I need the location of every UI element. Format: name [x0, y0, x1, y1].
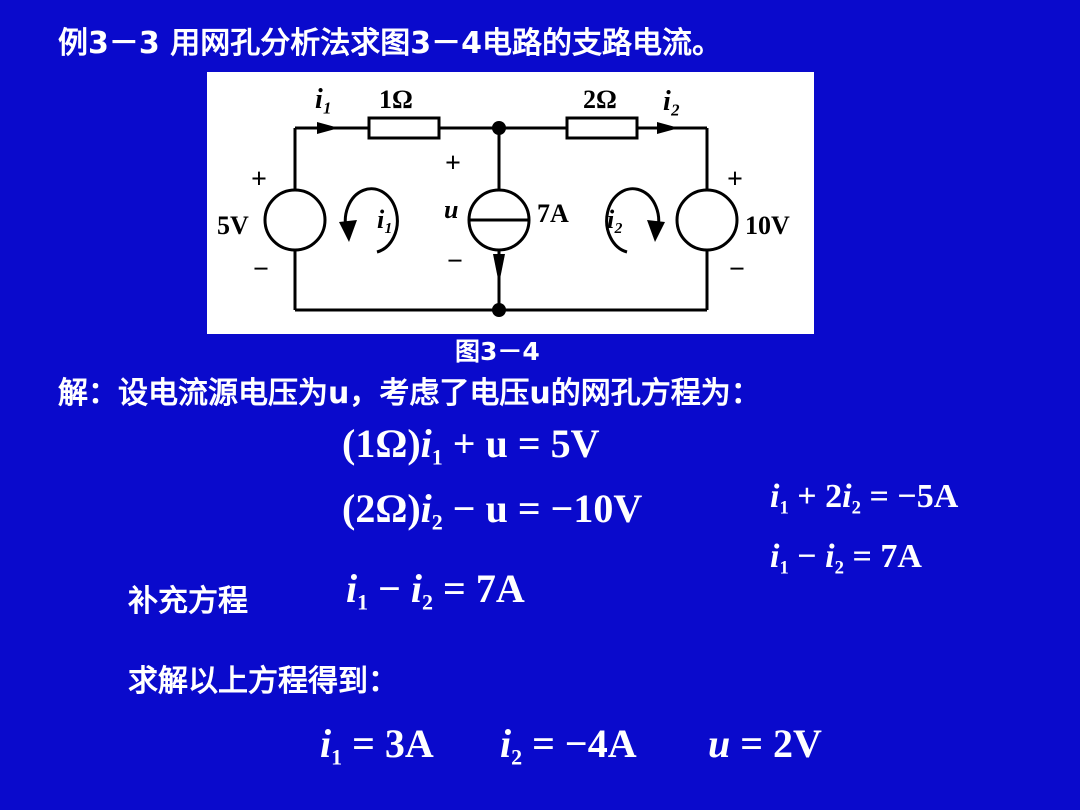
arrow-mesh2: [647, 220, 665, 242]
label-10v: 10V: [745, 211, 790, 240]
res1-rest: = 3A: [342, 721, 434, 766]
r1-b-sub: 2: [851, 497, 861, 519]
res1-sub: 1: [331, 744, 343, 770]
node-top: [492, 121, 506, 135]
supp-a: i: [346, 566, 358, 611]
eq1-coef: (1Ω): [342, 421, 421, 466]
label-plus-mid: +: [445, 148, 461, 179]
arrow-mesh1: [339, 220, 357, 242]
equation-2: (2Ω)i2 − u = −10V: [342, 485, 642, 536]
res2-var: i: [500, 721, 512, 766]
label-minus-left: −: [253, 254, 269, 285]
eq1-var: i: [420, 421, 432, 466]
resistor-2ohm: [565, 116, 639, 140]
arrow-i1: [317, 122, 339, 134]
label-minus-right: −: [729, 254, 745, 285]
label-r1: 1Ω: [379, 85, 413, 114]
supplementary-label: 补充方程: [128, 584, 248, 619]
r1-a: i: [770, 478, 780, 515]
arrow-current-source: [493, 254, 505, 284]
label-mesh1: i₁: [377, 205, 393, 234]
supp-b-sub: 2: [422, 589, 434, 615]
res2-sub: 2: [511, 744, 523, 770]
label-u: u: [444, 195, 458, 224]
r1-b: i: [842, 478, 852, 515]
node-bottom: [492, 303, 506, 317]
page-title: 例3－3 用网孔分析法求图3－4电路的支路电流。: [58, 26, 722, 61]
eq2-sub: 2: [431, 509, 443, 535]
res2-rest: = −4A: [522, 721, 637, 766]
eq2-rest: − u = −10V: [442, 486, 643, 531]
result-i1: i1 = 3A: [320, 720, 434, 771]
supp-b: i: [410, 566, 423, 611]
eq1-rest: + u = 5V: [442, 421, 600, 466]
supp-a-sub: 1: [357, 589, 369, 615]
circuit-diagram: i₁ 1Ω 2Ω i₂ + 5V − i₁ u + − 7A i₂ + 10V …: [217, 84, 790, 317]
label-plus-right: +: [727, 164, 743, 195]
res3-var: u: [708, 721, 731, 766]
res1-var: i: [320, 721, 332, 766]
supplementary-equation: i1 − i2 = 7A: [346, 565, 525, 616]
figure-caption: 图3－4: [455, 337, 540, 366]
result-u: u = 2V: [708, 720, 822, 767]
label-r2: 2Ω: [583, 85, 617, 114]
label-i1-top: i₁: [315, 84, 333, 115]
solve-label: 求解以上方程得到：: [128, 664, 398, 699]
supp-rest: = 7A: [433, 566, 525, 611]
label-7a: 7A: [537, 199, 569, 228]
eq1-sub: 1: [431, 444, 443, 470]
r1-rest: = −5A: [860, 478, 959, 515]
arrow-i2: [657, 122, 679, 134]
res3-rest: = 2V: [730, 721, 822, 766]
equation-right-2: i1 − i2 = 7A: [770, 538, 922, 580]
voltage-source-10v: [675, 188, 739, 252]
equation-right-1: i1 + 2i2 = −5A: [770, 478, 958, 520]
solution-intro: 解：设电流源电压为u，考虑了电压u的网孔方程为：: [58, 376, 761, 411]
r2-rest: = 7A: [843, 538, 922, 575]
r1-a-sub: 1: [779, 497, 789, 519]
equation-1: (1Ω)i1 + u = 5V: [342, 420, 600, 471]
r1-mid: + 2: [788, 478, 843, 515]
supp-op: −: [368, 566, 411, 611]
label-i2-top: i₂: [663, 86, 681, 117]
circuit-figure: i₁ 1Ω 2Ω i₂ + 5V − i₁ u + − 7A i₂ + 10V …: [207, 72, 814, 334]
label-mesh2: i₂: [607, 205, 623, 234]
label-plus-left: +: [251, 164, 267, 195]
eq2-coef: (2Ω): [342, 486, 421, 531]
r2-mid: −: [788, 538, 826, 575]
label-minus-mid: −: [447, 246, 463, 277]
resistor-1ohm: [367, 116, 441, 140]
eq2-var: i: [420, 486, 432, 531]
label-5v: 5V: [217, 211, 249, 240]
mesh2-arc: [605, 187, 661, 254]
r2-b-sub: 2: [834, 557, 844, 579]
r2-a: i: [770, 538, 780, 575]
mesh1-arc: [343, 187, 399, 254]
result-i2: i2 = −4A: [500, 720, 637, 771]
r2-a-sub: 1: [779, 557, 789, 579]
voltage-source-5v: [263, 188, 327, 252]
r2-b: i: [825, 538, 835, 575]
